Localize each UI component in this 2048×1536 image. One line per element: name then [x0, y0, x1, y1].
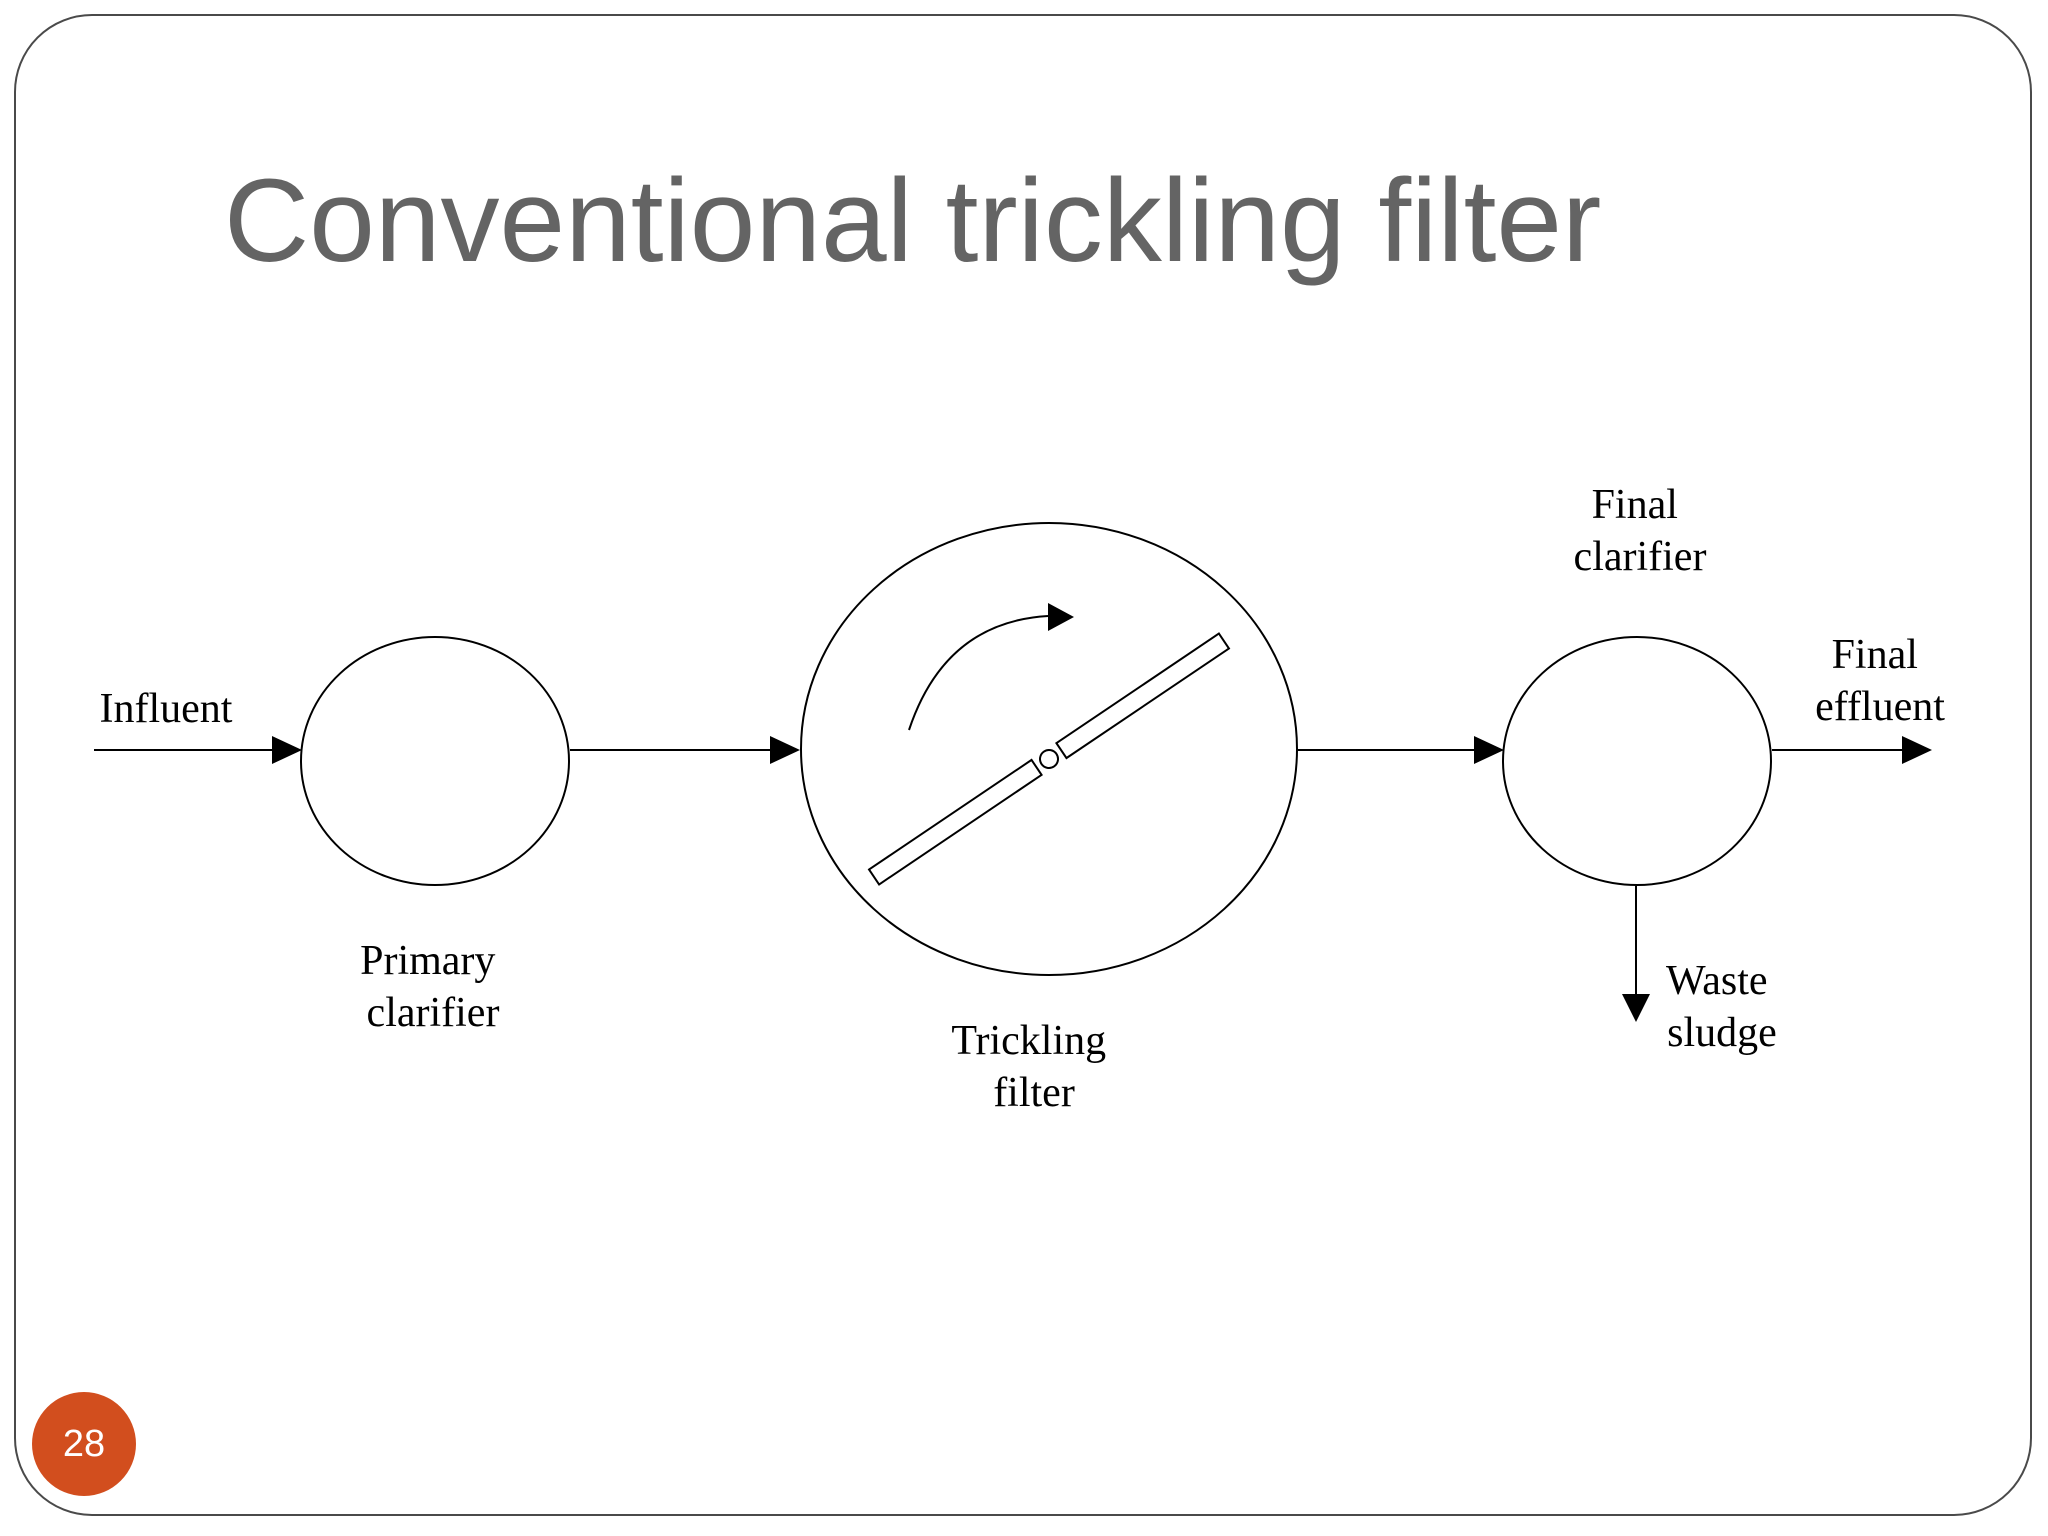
- distributor-arm-icon: [867, 632, 1231, 886]
- final-clarifier-label-line1: Final: [1592, 482, 1678, 528]
- slide-title: Conventional trickling filter: [224, 155, 1602, 287]
- trickling-filter-label-line2: filter: [993, 1070, 1075, 1116]
- influent-label: Influent: [100, 686, 233, 732]
- primary-clarifier-label: Primary clarifier: [360, 938, 506, 1036]
- trickling-filter-label: Trickling filter: [951, 1018, 1116, 1116]
- primary-to-filter-arrow: [570, 736, 800, 764]
- final-clarifier-label-line2: clarifier: [1574, 534, 1707, 580]
- influent-arrow: [94, 736, 302, 764]
- final-effluent-label-line1: Final: [1832, 632, 1918, 678]
- final-clarifier-circle: [1502, 636, 1772, 886]
- trickling-filter-circle: [800, 522, 1298, 976]
- waste-sludge-arrow: [1622, 886, 1650, 1022]
- trickling-filter-unit: [800, 522, 1298, 976]
- trickling-filter-label-line1: Trickling: [951, 1018, 1106, 1064]
- final-effluent-label: Final effluent: [1815, 632, 1945, 730]
- final-effluent-label-line2: effluent: [1815, 684, 1945, 730]
- page-number-badge: 28: [32, 1392, 136, 1496]
- final-effluent-arrow: [1772, 736, 1932, 764]
- primary-clarifier-label-line1: Primary: [360, 938, 495, 984]
- waste-sludge-label-line2: sludge: [1667, 1010, 1777, 1056]
- rotation-arrow-icon: [908, 603, 1074, 731]
- filter-to-final-arrow: [1298, 736, 1504, 764]
- final-clarifier-label: Final clarifier: [1574, 482, 1707, 580]
- waste-sludge-label-line1: Waste: [1666, 958, 1768, 1004]
- primary-clarifier-circle: [300, 636, 570, 886]
- waste-sludge-label: Waste sludge: [1666, 958, 1778, 1056]
- primary-clarifier-label-line2: clarifier: [367, 990, 500, 1036]
